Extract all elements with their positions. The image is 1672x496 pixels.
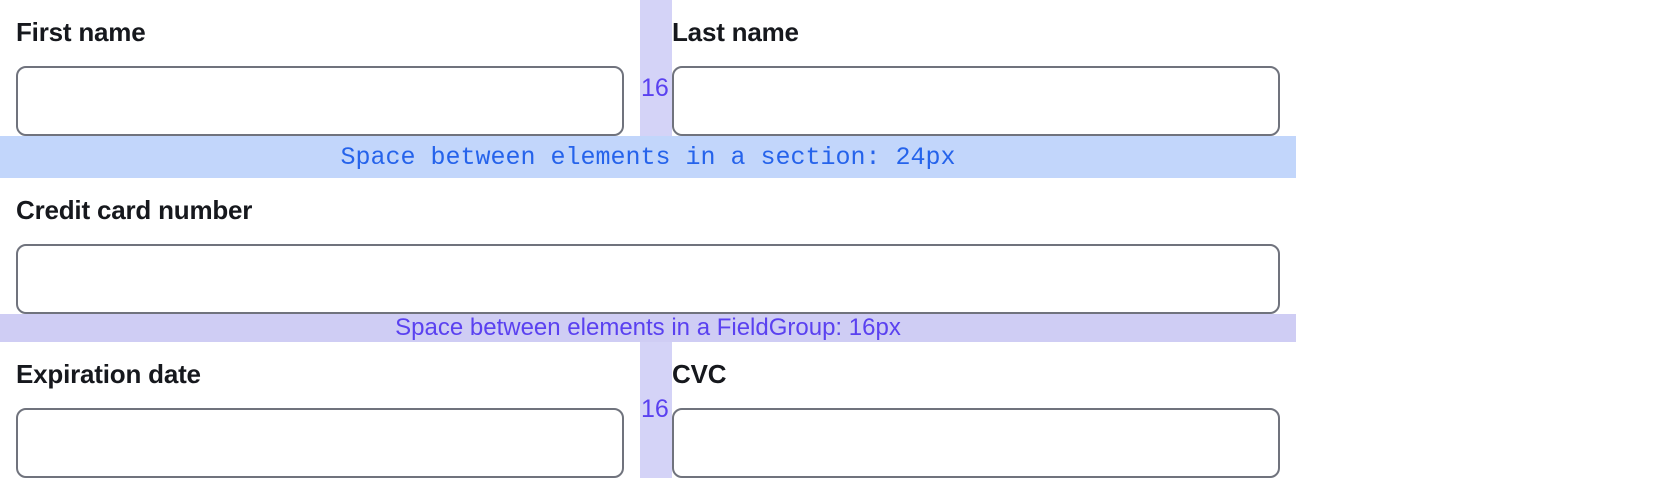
- input-last-name[interactable]: [672, 66, 1280, 136]
- gap-marker-label-card-details-row: 16: [641, 395, 669, 423]
- label-first-name: First name: [16, 17, 146, 47]
- annotation-band-fieldgroup-spacing: Space between elements in a FieldGroup: …: [0, 314, 1296, 342]
- gap-marker-name-row: 16: [640, 0, 672, 136]
- form-content: First name 16 Last name Space between el…: [0, 0, 1296, 478]
- label-cvc: CVC: [672, 359, 727, 389]
- gap-marker-card-details-row: 16: [640, 342, 672, 478]
- label-expiration-date: Expiration date: [16, 359, 201, 389]
- input-expiration-date[interactable]: [16, 408, 624, 478]
- label-credit-card-number: Credit card number: [16, 195, 253, 225]
- field-group-last-name: Last name: [672, 0, 1296, 136]
- input-cvc[interactable]: [672, 408, 1280, 478]
- field-group-expiration-date: Expiration date: [0, 342, 640, 478]
- input-first-name[interactable]: [16, 66, 624, 136]
- field-row-name: First name 16 Last name: [0, 0, 1296, 136]
- field-row-card-details: Expiration date 16 CVC: [0, 342, 1296, 478]
- input-credit-card-number[interactable]: [16, 244, 1280, 314]
- gap-marker-label-name-row: 16: [641, 74, 669, 102]
- annotation-band-section-spacing: Space between elements in a section: 24p…: [0, 136, 1296, 178]
- annotation-text-fieldgroup-spacing: Space between elements in a FieldGroup: …: [395, 314, 901, 341]
- field-group-first-name: First name: [0, 0, 640, 136]
- field-group-cvc: CVC: [672, 342, 1296, 478]
- label-last-name: Last name: [672, 17, 799, 47]
- field-group-credit-card-number: Credit card number: [0, 178, 1296, 314]
- annotation-text-section-spacing: Space between elements in a section: 24p…: [340, 142, 956, 172]
